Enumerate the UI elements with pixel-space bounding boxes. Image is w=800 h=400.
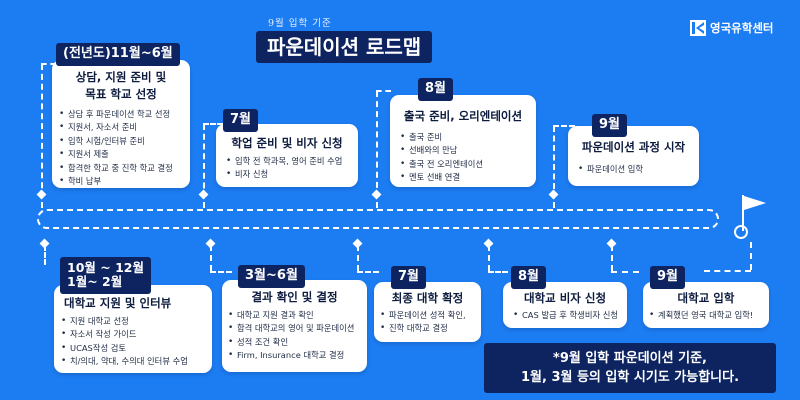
month-tag: 3월~6월: [238, 265, 305, 288]
step-card-final-decision: 최종 대학 확정 파운데이션 성적 확인, 진학 대학교 결정: [374, 282, 481, 342]
connector: [203, 123, 223, 125]
card-item: 치/의대, 약대, 수의대 인터뷰 수업: [61, 355, 188, 369]
step-card-university-application: 대학교 지원 및 인터뷰 지원 대학교 선정 자소서 작성 가이드 UCAS작성…: [54, 285, 212, 373]
connector: [611, 245, 613, 271]
timeline-marker: [352, 238, 363, 249]
timeline-track: [37, 209, 719, 229]
card-item: Firm, Insurance 대학교 결정: [228, 349, 354, 363]
card-item: 진학 대학교 결정: [380, 322, 466, 336]
card-item: 입학 시험/인터뷰 준비: [59, 135, 173, 149]
timeline-marker: [483, 238, 494, 249]
card-title: 출국 준비, 오리엔테이션: [403, 109, 523, 123]
connector: [376, 91, 378, 208]
card-title: 결과 확인 및 결정: [251, 290, 338, 304]
card-item: 파운데이션 성적 확인,: [380, 309, 466, 323]
card-item: 성적 조건 확인: [228, 336, 354, 350]
connector: [704, 270, 751, 272]
connector: [488, 245, 490, 271]
card-item: 지원서 제출: [59, 148, 173, 162]
step-card-departure: 출국 준비, 오리엔테이션 출국 준비 선배와의 만남 출국 전 오리엔테이션 …: [390, 95, 536, 187]
footnote-line: 1월, 3월 등의 입학 시기도 가능합니다.: [520, 370, 740, 385]
card-title: 대학교 지원 및 인터뷰: [64, 296, 172, 310]
timeline-marker: [548, 189, 559, 200]
month-tag-line: 1월~ 2월: [67, 274, 123, 290]
step-card-study-visa: 학업 준비 및 비자 신청 입학 전 학과목, 영어 준비 수업 비자 신청: [216, 124, 358, 187]
month-tag: 9월: [592, 114, 628, 137]
timeline-marker: [198, 189, 209, 200]
card-item: 지원 대학교 선정: [61, 315, 188, 329]
card-item: 계획했던 영국 대학교 입학!: [649, 309, 753, 323]
card-item: 상담 후 파운데이션 학교 선정: [59, 108, 173, 122]
step-card-foundation-start: 파운데이션 과정 시작 파운데이션 입학: [568, 126, 699, 186]
header-subtitle: 9월 입학 기준: [268, 18, 332, 29]
connector: [357, 271, 379, 273]
month-tag: 10월 ~ 12월 1월~ 2월: [60, 257, 151, 294]
footnote-line: *9월 입학 파운데이션 기준,: [553, 351, 707, 366]
card-item: 자소서 작성 가이드: [61, 328, 188, 342]
card-item: 출국 준비: [400, 131, 483, 145]
step-card-results: 결과 확인 및 결정 대학교 지원 결과 확인 합격 대학교의 영어 및 파운데…: [222, 280, 367, 372]
card-item: UCAS작성 검토: [61, 342, 188, 356]
month-tag: 7월: [223, 109, 259, 132]
step-card-university-entry: 대학교 입학 계획했던 영국 대학교 입학!: [643, 282, 769, 328]
card-title: 파운데이션 과정 시작: [581, 140, 686, 154]
connector: [357, 245, 359, 271]
card-item: 대학교 지원 결과 확인: [228, 309, 354, 323]
connector: [611, 271, 639, 273]
footnote: *9월 입학 파운데이션 기준, 1월, 3월 등의 입학 시기도 가능합니다.: [484, 343, 776, 393]
card-title: 대학교 비자 신청: [523, 291, 607, 305]
step-card-university-visa: 대학교 비자 신청 CAS 발급 후 학생비자 신청: [503, 282, 627, 328]
card-item: 지원서, 자소서 준비: [59, 121, 173, 135]
connector: [41, 64, 43, 208]
brand: 영국유학센터: [690, 20, 773, 36]
month-tag: 8월: [418, 78, 454, 101]
month-tag: 9월: [650, 266, 686, 289]
flag-icon: [742, 195, 766, 231]
connector: [203, 124, 205, 208]
uk-logo-icon: [690, 20, 706, 36]
month-tag: 7월: [391, 266, 427, 289]
card-item: 출국 전 오리엔테이션: [400, 158, 483, 172]
page-title: 파운데이션 로드맵: [256, 31, 433, 63]
connector: [553, 125, 575, 127]
card-item: 학비 납부: [59, 175, 173, 189]
card-item: 합격한 학교 중 진학 학교 결정: [59, 162, 173, 176]
card-item: CAS 발급 후 학생비자 신청: [513, 309, 618, 323]
connector: [41, 63, 56, 65]
connector: [44, 245, 46, 265]
month-tag: 8월: [511, 266, 547, 289]
card-item: 입학 전 학과목, 영어 준비 수업: [226, 155, 342, 169]
connector: [210, 245, 212, 271]
card-title: 대학교 입학: [677, 291, 735, 305]
connector: [488, 271, 508, 273]
timeline-marker: [606, 238, 617, 249]
connector: [750, 242, 752, 270]
timeline-marker: [39, 238, 50, 249]
card-item: 합격 대학교의 영어 및 파운데이션: [228, 322, 354, 336]
step-card-application-prep: 상담, 지원 준비 및 목표 학교 선정 상담 후 파운데이션 학교 선정 지원…: [52, 60, 190, 189]
connector: [376, 90, 391, 92]
card-title: 학업 준비 및 비자 신청: [231, 136, 343, 150]
connector: [210, 271, 232, 273]
brand-name: 영국유학센터: [710, 21, 774, 35]
card-item: 파운데이션 입학: [578, 163, 643, 177]
card-item: 멘토 선배 연결: [400, 171, 483, 185]
connector: [553, 126, 555, 208]
card-title: 상담, 지원 준비 및: [75, 70, 167, 84]
card-item: 비자 신청: [226, 168, 342, 182]
timeline-marker: [205, 238, 216, 249]
card-title: 최종 대학 확정: [391, 291, 464, 305]
month-tag: (전년도)11월~6월: [56, 43, 180, 66]
timeline-marker: [371, 189, 382, 200]
month-tag-line: 10월 ~ 12월: [67, 260, 144, 275]
card-item: 선배와의 만남: [400, 144, 483, 158]
timeline-end-marker: [734, 225, 748, 239]
card-title: 목표 학교 선정: [85, 86, 157, 101]
timeline-marker: [36, 189, 47, 200]
